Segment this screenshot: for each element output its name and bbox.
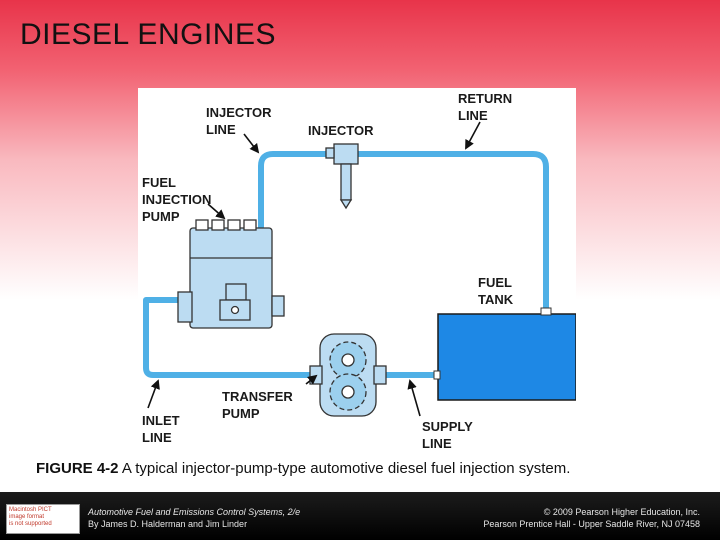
label-transfer-pump: TRANSFER PUMP — [222, 389, 293, 421]
book-title: Automotive Fuel and Emissions Control Sy… — [88, 507, 301, 517]
copyright-text: © 2009 Pearson Higher Education, Inc. — [543, 507, 700, 517]
inlet-line-arrow — [147, 379, 160, 409]
label-injector: INJECTOR — [308, 123, 374, 138]
return-line-arrow — [465, 121, 481, 150]
injector-line — [258, 151, 337, 231]
label-inlet-line: INLET LINE — [142, 413, 180, 445]
label-supply-line: SUPPLY LINE — [422, 419, 473, 451]
slide-title: DIESEL ENGINES — [20, 18, 276, 51]
book-authors: By James D. Halderman and Jim Linder — [88, 519, 248, 529]
fuel-system-diagram — [143, 121, 576, 417]
flow-arrows — [147, 121, 481, 417]
injector — [325, 143, 359, 210]
footer-book-info: Automotive Fuel and Emissions Control Sy… — [88, 506, 300, 530]
publisher-text: Pearson Prentice Hall - Upper Saddle Riv… — [483, 519, 700, 529]
figure-caption: FIGURE 4-2 A typical injector-pump-type … — [36, 460, 696, 477]
fuel-lines — [143, 151, 549, 378]
supply-line-arrow — [407, 379, 421, 417]
transfer-pump-arrow — [305, 374, 318, 385]
label-injector-line: INJECTOR LINE — [206, 105, 272, 137]
transfer-pump — [309, 333, 387, 417]
inlet-line — [143, 297, 319, 378]
footer-publisher-info: © 2009 Pearson Higher Education, Inc. Pe… — [483, 506, 700, 530]
figure-number: FIGURE 4-2 — [36, 460, 119, 477]
fuel-injection-pump — [177, 219, 285, 329]
pump-arrow — [207, 203, 226, 220]
caption-text: A typical injector-pump-type automotive … — [118, 460, 571, 477]
label-return-line: RETURN LINE — [458, 91, 513, 123]
footer-bar: Macintosh PICT image format is not suppo… — [0, 492, 720, 540]
label-fuel-injection-pump: FUEL INJECTION PUMP — [142, 175, 212, 224]
diagram-figure: INJECTOR LINE INJECTOR RETURN LINE FUEL … — [138, 88, 576, 454]
return-line — [355, 151, 549, 313]
label-fuel-tank: FUEL TANK — [478, 275, 514, 307]
fuel-tank — [433, 307, 576, 401]
injector-line-arrow — [243, 133, 260, 154]
pict-placeholder-text: Macintosh PICT image format is not suppo… — [9, 507, 52, 527]
pict-placeholder-image: Macintosh PICT image format is not suppo… — [6, 504, 80, 534]
